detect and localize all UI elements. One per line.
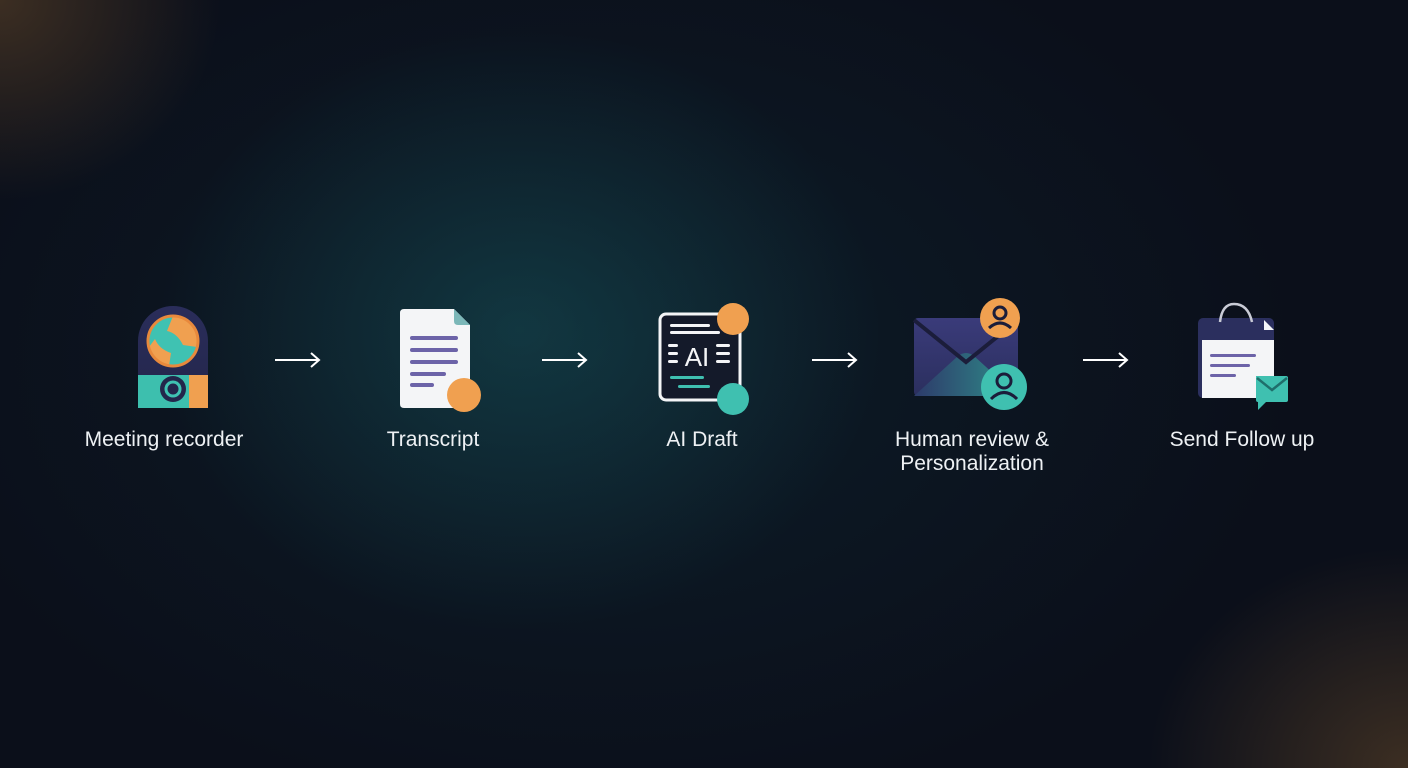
arrow-right-icon <box>275 352 321 368</box>
envelope-users-icon <box>912 298 1027 410</box>
step-label-multiline: Human review & Personalization <box>862 428 1082 476</box>
arrow-right-icon <box>542 352 588 368</box>
ai-icon-text: AI <box>685 342 710 372</box>
document-icon <box>400 309 481 412</box>
step-label: AI Draft <box>666 428 738 451</box>
arrow-right-icon <box>1083 352 1129 368</box>
arrow-right-icon <box>812 352 858 368</box>
calendar-message-icon <box>1198 302 1288 410</box>
step-label: Transcript <box>386 428 480 451</box>
meeting-recorder-icon <box>138 306 208 408</box>
step-label: Send Follow up <box>1169 428 1315 451</box>
ai-document-icon: AI <box>658 303 749 415</box>
step-label: Meeting recorder <box>84 428 244 451</box>
step-label-line: Personalization <box>900 452 1044 475</box>
step-label-line: Human review & <box>894 428 1050 451</box>
